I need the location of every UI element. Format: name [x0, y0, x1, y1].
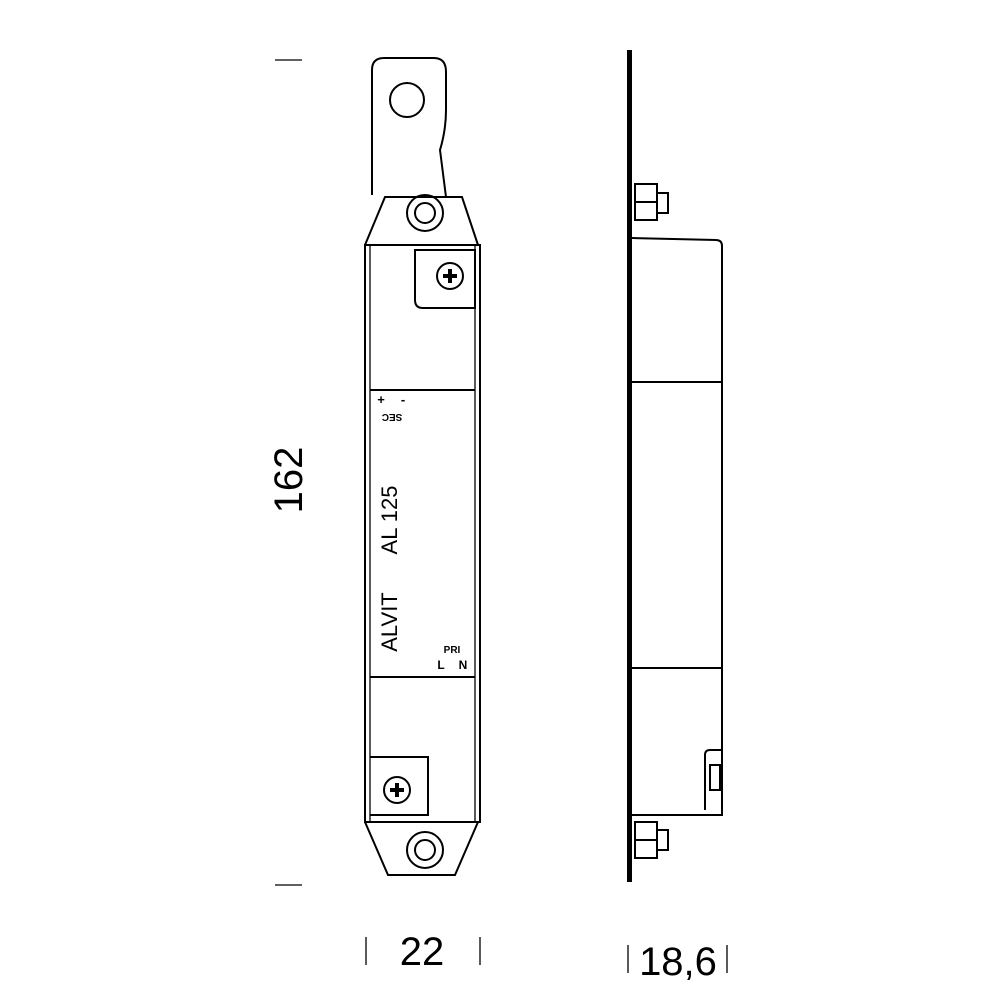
transformer-body — [364, 244, 481, 823]
mounting-tab-top — [371, 57, 447, 198]
bracket-top — [364, 196, 479, 246]
nut-icon — [634, 183, 669, 221]
sec-minus: - — [401, 392, 405, 407]
depth-dimension: 18,6 — [627, 940, 728, 984]
nut-icon — [406, 194, 444, 232]
height-value: 162 — [267, 447, 311, 514]
mounting-plate — [627, 50, 632, 882]
screw-bracket-bottom — [370, 756, 429, 816]
height-dimension: 162 — [267, 59, 311, 886]
model-label: AL 125 — [377, 486, 402, 555]
screw-bracket-top — [414, 249, 476, 309]
bracket-bottom — [364, 821, 479, 876]
width-value: 22 — [400, 930, 445, 974]
front-view: + - SEC AL 125 ALVIT PRI L N — [364, 57, 481, 876]
screw-icon — [383, 776, 411, 804]
transformer-side-body — [631, 237, 723, 816]
width-dimension: 22 — [365, 930, 481, 974]
side-view — [627, 50, 723, 882]
screw-icon — [436, 262, 464, 290]
nut-icon — [406, 831, 444, 869]
sec-plus: + — [377, 392, 385, 407]
side-bracket — [704, 749, 722, 810]
pri-l-label: L — [437, 658, 444, 672]
nut-icon — [634, 821, 669, 859]
brand-label: ALVIT — [377, 592, 402, 652]
depth-value: 18,6 — [639, 940, 717, 984]
sec-label: SEC — [382, 411, 403, 422]
pri-n-label: N — [459, 658, 468, 672]
pri-label: PRI — [444, 645, 461, 656]
mounting-hole — [389, 82, 425, 118]
